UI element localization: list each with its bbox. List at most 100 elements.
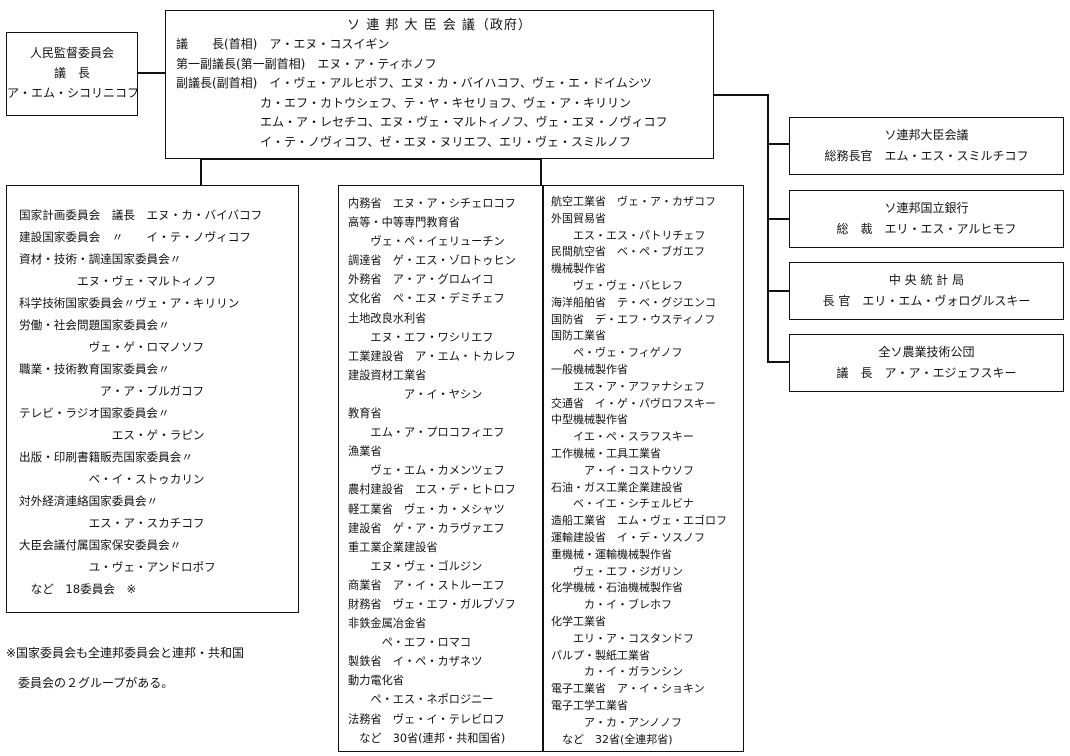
box-line: 人民監督委員会	[29, 46, 114, 60]
box-line: 議 長	[53, 66, 90, 80]
connector-council-right	[713, 94, 768, 96]
ministry-line: 化学工業省	[551, 614, 606, 628]
ministry-line: エス・ア・アファナシェフ	[551, 379, 705, 393]
right-box-line: ソ連邦大臣会議	[884, 128, 969, 142]
ministry-line: ア・カ・アンノノフ	[551, 715, 683, 729]
committee-line: 建設国家委員会 〃 イ・テ・ノヴィコフ	[19, 230, 251, 244]
committee-line: ヴェ・ゲ・ロマノソフ	[19, 340, 205, 354]
agricultural-technology-box: 全ソ農業技術公団 議 長 ア・ア・エジェフスキー	[789, 334, 1064, 392]
ministries-box: 内務省 エヌ・ア・シチェロコフ 高等・中等専門教育省 ヴェ・ペ・イェリューチン …	[338, 185, 744, 752]
connector-right-vertical	[767, 94, 769, 362]
ministry-line: エス・エス・パトリチェフ	[551, 228, 706, 242]
committee-line: ア・ア・ブルガコフ	[19, 384, 205, 398]
peoples-control-committee-box: 人民監督委員会 議 長 ア・エム・シコリニコフ	[6, 32, 139, 116]
ministry-line: 内務省 エヌ・ア・シチェロコフ	[348, 197, 516, 210]
ministry-line: 軽工業省 ヴェ・カ・メシャツ	[348, 502, 505, 516]
ministry-line: 重工業企業建設省	[348, 540, 438, 554]
ministry-line: カ・イ・ブレホフ	[551, 598, 672, 612]
ministry-line: イエ・ペ・スラフスキー	[551, 430, 694, 444]
state-committees-list: 国家計画委員会 議長 エヌ・カ・バイバコフ 建設国家委員会 〃 イ・テ・ノヴィコ…	[19, 204, 290, 600]
ministry-line: エリ・ア・コスタンドフ	[551, 631, 694, 645]
right-box-text: ソ連邦国立銀行 総 裁 エリ・エス・アルヒモフ	[790, 198, 1063, 240]
committee-line: ユ・ヴェ・アンドロポフ	[19, 560, 216, 574]
committee-line: 対外経済連絡国家委員会〃	[19, 494, 159, 508]
ministry-line: 外国貿易省	[551, 211, 606, 225]
ministries-column-2: 航空工業省 ヴェ・ア・カザコフ 外国貿易省 エス・エス・パトリチェフ 民間航空省…	[551, 194, 727, 748]
ministry-line: 建設資材工業省	[348, 368, 427, 382]
council-title: ソ 連 邦 大 臣 会 議（政府）	[347, 18, 532, 33]
ministry-line: ヴェ・エフ・ジガリン	[551, 564, 683, 578]
right-box-line: 総務長官 エム・エス・スミルチコフ	[824, 149, 1029, 163]
connector-council-down	[540, 158, 542, 186]
connector-branch-horizontal	[200, 158, 542, 160]
footnote-line: 委員会の２グループがある。	[6, 676, 174, 690]
right-box-line: 長 官 エリ・エム・ヴォログルスキー	[822, 294, 1031, 308]
committee-line: 国家計画委員会 議長 エヌ・カ・バイバコフ	[19, 208, 263, 222]
ministry-line: ベ・イエ・シチェルビナ	[551, 497, 694, 511]
ministry-line: 一般機械製作省	[551, 362, 628, 376]
ministry-line: ヴェ・ヴェ・バヒレフ	[551, 278, 683, 292]
ministry-line: 国防省 デ・エフ・ウスティノフ	[551, 312, 716, 326]
footnote: ※国家委員会も全連邦委員会と連邦・共和国 委員会の２グループがある。	[6, 638, 244, 698]
ministry-line: ア・イ・コストウソフ	[551, 463, 694, 477]
committee-line: エス・ゲ・ラピン	[19, 428, 205, 442]
ministry-line: 商業省 ア・イ・ストルーエフ	[348, 578, 505, 592]
right-box-text: 中 央 統 計 局 長 官 エリ・エム・ヴォログルスキー	[790, 270, 1063, 312]
right-box-text: ソ連邦大臣会議 総務長官 エム・エス・スミルチコフ	[790, 125, 1063, 167]
ministry-line: ヴェ・エム・カメンツェフ	[348, 464, 505, 478]
committee-line: 出版・印刷書籍販売国家委員会〃	[19, 450, 193, 464]
ministry-line: 海洋船舶省 テ・ベ・グジエンコ	[551, 295, 716, 309]
council-line: 議 長(首相) ア・エヌ・コスイギン	[176, 37, 390, 51]
committee-line: 大臣会議付属国家保安委員会〃	[19, 538, 182, 552]
committee-line: ベ・イ・ストゥカリン	[19, 472, 205, 486]
ministry-line: エム・ア・プロコフィエフ	[348, 426, 505, 440]
chief-of-administration-box: ソ連邦大臣会議 総務長官 エム・エス・スミルチコフ	[789, 117, 1064, 175]
council-line: イ・テ・ノヴィコフ、ゼ・エヌ・ヌリエフ、エリ・ヴェ・スミルノフ	[176, 134, 632, 149]
ministry-line: 土地改良水利省	[348, 311, 427, 325]
ministry-line: ペ・ヴェ・フィゲノフ	[551, 346, 683, 360]
ministry-line: 工業建設省 ア・エム・トカレフ	[348, 349, 516, 363]
right-box-line: 中 央 統 計 局	[888, 273, 965, 287]
ministry-line: 石油・ガス工業企業建設省	[551, 480, 683, 494]
ministry-line: など 32省(全連邦省)	[551, 732, 673, 746]
central-statistics-box: 中 央 統 計 局 長 官 エリ・エム・ヴォログルスキー	[789, 262, 1064, 320]
ministry-line: エヌ・ヴェ・ゴルジン	[348, 559, 483, 573]
connector-right-4	[767, 361, 789, 363]
ministry-line: 運輸建設省 イ・デ・ソスノフ	[551, 530, 705, 544]
council-members: 議 長(首相) ア・エヌ・コスイギン 第一副議長(第一副首相) エヌ・ア・ティホ…	[176, 35, 703, 152]
ministry-line: 製鉄省 イ・ペ・カザネツ	[348, 655, 483, 669]
council-line: 副議長(副首相) イ・ヴェ・アルヒポフ、エヌ・カ・バイハコフ、ヴェ・エ・ドイムシ…	[176, 76, 652, 90]
right-box-line: 全ソ農業技術公団	[878, 345, 975, 359]
ministry-line: ペ・エフ・ロマコ	[348, 636, 472, 650]
ministry-line: ヴェ・ペ・イェリューチン	[348, 235, 505, 249]
council-of-ministers-box: ソ 連 邦 大 臣 会 議（政府） 議 長(首相) ア・エヌ・コスイギン 第一副…	[165, 10, 714, 159]
ministry-line: 電子工学工業省	[551, 698, 628, 712]
committee-line: 科学技術国家委員会〃ヴェ・ア・キリリン	[19, 296, 240, 310]
connector-right-2	[767, 218, 789, 220]
state-committees-box: 国家計画委員会 議長 エヌ・カ・バイバコフ 建設国家委員会 〃 イ・テ・ノヴィコ…	[6, 185, 299, 613]
ministry-line: 民間航空省 ベ・ペ・ブガエフ	[551, 245, 705, 259]
committee-line: 資材・技術・調達国家委員会〃	[19, 252, 182, 266]
ministry-line: 教育省	[348, 407, 382, 421]
right-box-line: 総 裁 エリ・エス・アルヒモフ	[836, 222, 1017, 236]
ministry-line: 電子工業省 ア・イ・ショキン	[551, 682, 705, 696]
ministry-line: 国防工業省	[551, 329, 606, 343]
ministry-line: 動力電化省	[348, 674, 404, 688]
right-box-text: 全ソ農業技術公団 議 長 ア・ア・エジェフスキー	[790, 342, 1063, 384]
connector-left-to-council	[137, 72, 165, 74]
council-line: 第一副議長(第一副首相) エヌ・ア・ティホノフ	[176, 56, 437, 71]
ministry-line: 航空工業省 ヴェ・ア・カザコフ	[551, 195, 716, 208]
right-box-line: 議 長 ア・ア・エジェフスキー	[836, 366, 1017, 380]
committee-line: など 18委員会 ※	[19, 582, 137, 596]
ministries-column-divider	[542, 186, 544, 751]
council-line: エム・ア・レセチコ、エヌ・ヴェ・マルトィノフ、ヴェ・エヌ・ノヴィコフ	[176, 115, 668, 129]
right-box-line: ソ連邦国立銀行	[884, 201, 969, 215]
connector-right-3	[767, 290, 789, 292]
ministry-line: 建設省 ゲ・ア・カラヴァエフ	[348, 521, 505, 535]
ministry-line: 工作機械・工具工業省	[551, 446, 661, 460]
committee-line: 労働・社会問題国家委員会〃	[19, 318, 170, 332]
ministry-line: 造船工業省 エム・ヴェ・エゴロフ	[551, 514, 727, 528]
ministry-line: 外務省 ア・ア・グロムイコ	[348, 273, 494, 287]
ministry-line: 法務省 ヴェ・イ・テレビロフ	[348, 712, 505, 726]
committee-line: 職業・技術教育国家委員会〃	[19, 362, 170, 376]
